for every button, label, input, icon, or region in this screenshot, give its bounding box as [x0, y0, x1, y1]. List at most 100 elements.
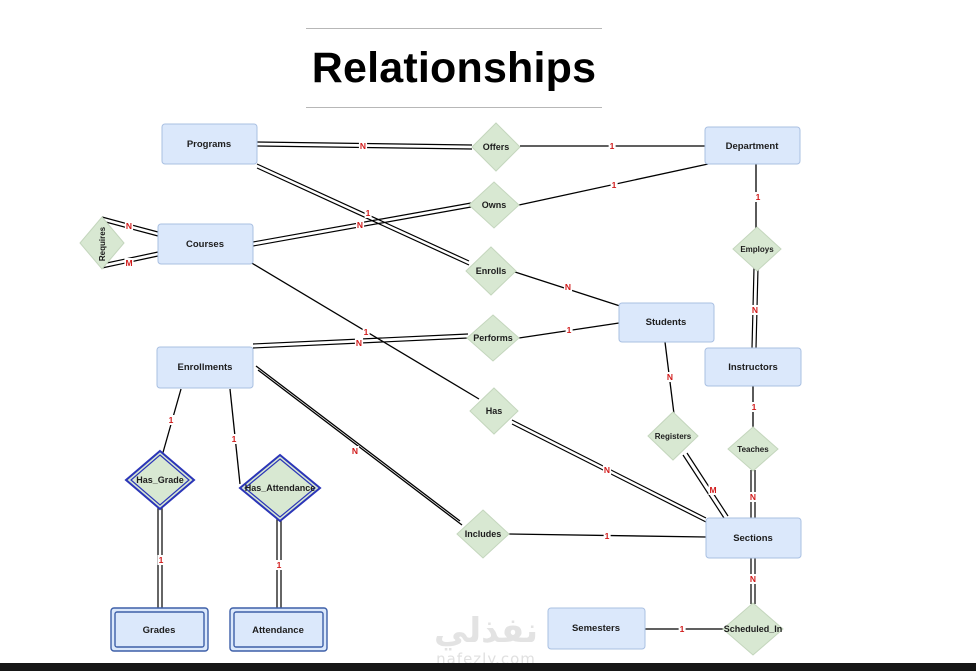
cardinality-semesters-scheduled-in: 1 — [680, 624, 685, 634]
cardinality-registers-sections: M — [709, 485, 716, 495]
relationship-includes-label: Includes — [465, 529, 502, 539]
relationship-requires-label: Requires — [98, 226, 107, 261]
cardinality-bg — [230, 434, 238, 444]
cardinality-requires-courses-bottom: M — [125, 258, 132, 268]
cardinality-bg — [350, 446, 360, 456]
cardinality-bg — [665, 372, 675, 382]
entity-courses-label: Courses — [186, 239, 224, 250]
relationship-offers-shape — [471, 122, 521, 172]
entity-grades-label: Grades — [143, 625, 176, 636]
relationship-has-grade: Has_Grade — [124, 449, 196, 511]
relationship-teaches-shape — [727, 426, 779, 472]
watermark: نفذلي nafezly.com — [434, 611, 538, 668]
cardinality-enrollments-has-grade: 1 — [169, 415, 174, 425]
cardinality-bg — [124, 221, 134, 231]
relationship-has-attendance-shape — [238, 453, 322, 523]
entity-grades: Grades — [110, 607, 209, 652]
cardinality-owns-department: 1 — [612, 180, 617, 190]
cardinality-bg — [167, 415, 175, 425]
cardinality-requires-courses-top: N — [126, 221, 132, 231]
cardinality-includes-sections: 1 — [605, 531, 610, 541]
relationship-registers-shape — [647, 411, 699, 461]
entity-semesters: Semesters — [547, 607, 646, 650]
relationship-employs: Employs — [732, 226, 782, 272]
cardinality-bg — [750, 402, 758, 412]
relationship-teaches: Teaches — [727, 426, 779, 472]
cardinality-performs-students: 1 — [567, 325, 572, 335]
entity-programs: Programs — [161, 123, 258, 165]
relationship-has-grade-inner — [130, 454, 190, 506]
relationship-owns-label: Owns — [482, 200, 507, 210]
cardinality-bg — [603, 531, 611, 541]
cardinality-bg — [678, 624, 686, 634]
entity-grades-inner — [114, 611, 205, 648]
relationship-has-attendance: Has_Attendance — [238, 453, 322, 523]
cardinality-bg — [748, 492, 758, 502]
entity-semesters-box — [547, 607, 646, 650]
bottom-bar — [0, 663, 976, 671]
relationship-teaches-label: Teaches — [737, 445, 769, 454]
relationship-registers: Registers — [647, 411, 699, 461]
connector-enrollments-includes-2 — [257, 369, 463, 526]
cardinality-bg — [157, 555, 165, 565]
connector-registers-sections — [682, 454, 725, 519]
relationship-scheduled-in: Scheduled_In — [722, 602, 784, 656]
cardinality-has-grade-grades: 1 — [159, 555, 164, 565]
cardinality-bg — [364, 208, 372, 218]
entity-sections: Sections — [705, 517, 802, 559]
cardinality-has-sections: N — [604, 465, 610, 475]
cardinality-has-attendance-attendance: 1 — [277, 560, 282, 570]
cardinality-enrollments-performs: N — [356, 338, 362, 348]
entity-programs-box — [161, 123, 258, 165]
entity-courses: Courses — [157, 223, 254, 265]
cardinality-bg — [610, 180, 618, 190]
entity-department-label: Department — [726, 141, 780, 152]
cardinality-programs-offers: N — [360, 141, 366, 151]
relationship-includes-shape — [456, 509, 510, 559]
relationship-employs-shape — [732, 226, 782, 272]
entity-department: Department — [704, 126, 801, 165]
entity-instructors: Instructors — [704, 347, 802, 387]
cardinality-bg — [708, 485, 718, 495]
cardinality-bg — [608, 141, 616, 151]
relationship-has-attendance-label: Has_Attendance — [245, 483, 316, 493]
cardinality-employs-instructors: N — [752, 305, 758, 315]
entity-courses-box — [157, 223, 254, 265]
relationship-owns: Owns — [468, 181, 520, 229]
cardinality-sections-scheduled-in: N — [750, 574, 756, 584]
entity-sections-box — [705, 517, 802, 559]
title-box: Relationships — [306, 28, 602, 108]
relationship-enrolls-shape — [465, 246, 517, 296]
cardinality-enrolls-students: N — [565, 282, 571, 292]
cardinality-bg — [275, 560, 283, 570]
cardinality-bg — [355, 220, 365, 230]
entity-attendance-label: Attendance — [252, 625, 304, 636]
relationship-has-grade-shape — [124, 449, 196, 511]
relationship-employs-label: Employs — [740, 245, 774, 254]
cardinality-bg — [358, 141, 368, 151]
cardinality-bg — [124, 258, 134, 268]
cardinality-programs-enrolls: 1 — [366, 208, 371, 218]
relationship-includes: Includes — [456, 509, 510, 559]
relationship-performs-shape — [466, 314, 520, 362]
entity-attendance-box — [229, 607, 328, 652]
cardinality-enrollments-includes: N — [352, 446, 358, 456]
cardinality-instructors-teaches: 1 — [752, 402, 757, 412]
cardinality-bg — [750, 305, 760, 315]
connector-programs-enrolls — [256, 163, 470, 262]
cardinality-labels: N 1 1 N 1 N N M 1 N N 1 1 N N M 1 N N 1 … — [124, 141, 762, 634]
relationship-enrolls: Enrolls — [465, 246, 517, 296]
entity-programs-label: Programs — [187, 139, 231, 150]
relationship-has-label: Has — [486, 406, 503, 416]
entity-students-label: Students — [646, 317, 687, 328]
cardinality-bg — [754, 192, 762, 202]
relationship-performs: Performs — [466, 314, 520, 362]
cardinality-enrollments-has-attendance: 1 — [232, 434, 237, 444]
relationship-offers-label: Offers — [483, 142, 510, 152]
entity-attendance: Attendance — [229, 607, 328, 652]
relationship-registers-label: Registers — [655, 432, 692, 441]
entity-sections-label: Sections — [733, 533, 773, 544]
cardinality-bg — [602, 465, 612, 475]
cardinality-bg — [565, 325, 573, 335]
page-title: Relationships — [311, 43, 597, 92]
